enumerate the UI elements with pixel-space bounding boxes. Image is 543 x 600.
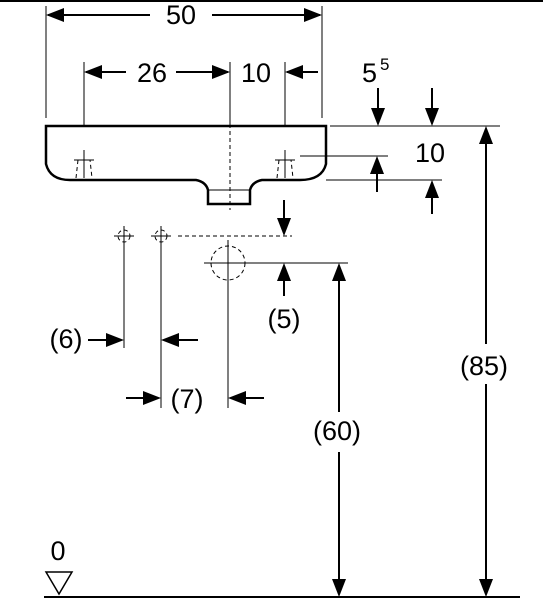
tap-offset-dimension: 26 10	[83, 58, 318, 160]
supply-point-left-icon	[114, 226, 134, 348]
waste-point-icon	[204, 240, 252, 408]
supply-point-right-icon	[151, 226, 171, 408]
tap-offset-left-label: 26	[137, 58, 167, 88]
top-depth-superscript: 5	[380, 55, 389, 74]
waste-height-dimension: (60)	[313, 263, 361, 597]
floor-level-triangle-icon	[44, 571, 74, 596]
width-dimension: 50	[45, 0, 323, 118]
top-depth-label: 5	[362, 58, 377, 88]
waste-offset-label: (5)	[268, 304, 301, 334]
waste-height-label: (60)	[313, 416, 361, 446]
supply-spacing-dimension: (7)	[126, 384, 264, 414]
overall-height-dimension: (85)	[460, 126, 508, 597]
tap-offset-right-label: 10	[241, 58, 271, 88]
width-label: 50	[166, 0, 196, 30]
tap-hole-right-icon	[275, 150, 295, 179]
floor-level: 0	[44, 536, 520, 598]
tap-hole-left-icon	[74, 150, 94, 179]
rim-height-label: 10	[415, 138, 445, 168]
supply-spacing-label: (7)	[171, 384, 204, 414]
supply-left-dimension: (6)	[50, 324, 198, 354]
supply-left-label: (6)	[50, 324, 83, 354]
waste-offset-dimension: (5)	[268, 200, 301, 334]
rim-height-dimension: 10	[300, 125, 500, 214]
top-depth-dimension: 5 5	[362, 55, 439, 126]
overall-height-label: (85)	[460, 351, 508, 381]
basin	[44, 110, 328, 210]
floor-level-label: 0	[50, 536, 65, 566]
